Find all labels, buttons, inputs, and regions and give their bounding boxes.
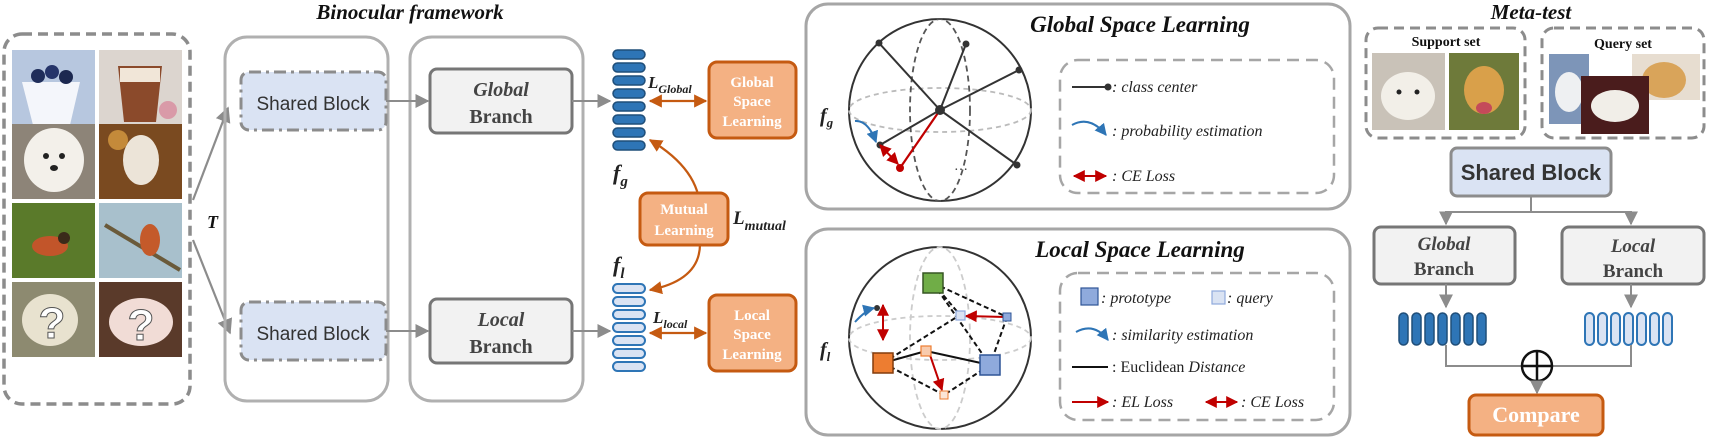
- legend-ce-loss-global: : CE Loss: [1072, 168, 1175, 185]
- mutual-learning-l2: Learning: [654, 223, 714, 239]
- global-branch-line2: Branch: [469, 106, 532, 128]
- legend-euclidean-distance: : Euclidean Distance: [1072, 359, 1245, 376]
- global-space-learning-l3: Learning: [722, 114, 782, 130]
- image-query-cake: ?: [99, 282, 182, 357]
- query-question-mark: ?: [39, 299, 66, 348]
- legend-prototype-label: : prototype: [1101, 290, 1171, 307]
- l-global-label: LGlobal: [647, 73, 692, 96]
- shared-block-top: [239, 70, 388, 132]
- query-set-label: Query set: [1594, 37, 1652, 52]
- local-branch-line2: Branch: [469, 336, 532, 358]
- meta-global-feature-vector: [1398, 312, 1487, 346]
- support-set-box: [1364, 26, 1527, 140]
- image-query-chick: ?: [12, 282, 95, 357]
- transform-label: T: [207, 212, 219, 232]
- input-images: ? ?: [2, 32, 192, 406]
- meta-local-branch-line1: Local: [1610, 236, 1656, 257]
- shared-block-column: [223, 35, 390, 403]
- query-set-box: [1540, 26, 1706, 140]
- local-space-learning-l1: Local: [734, 308, 770, 324]
- support-set-label: Support set: [1412, 35, 1481, 50]
- binocular-title: Binocular framework: [315, 0, 504, 24]
- image-white-dog: [12, 124, 95, 199]
- arrow-meta-shared-to-local: [1531, 211, 1638, 226]
- legend-el-ce-loss-local: : EL Loss : CE Loss: [1072, 394, 1304, 411]
- arrow-mutual-to-fl: [648, 243, 702, 295]
- legend-euclidean-label: : Euclidean Distance: [1112, 359, 1245, 376]
- legend-prototype-query: : prototype : query: [1080, 287, 1274, 307]
- meta-global-branch: [1372, 225, 1517, 286]
- mutual-learning-l1: Mutual: [660, 202, 708, 218]
- prototype-orange: [872, 352, 894, 374]
- local-space-panel: [804, 227, 1352, 437]
- support-image-dog: [1449, 53, 1519, 130]
- global-fg-label: fg: [820, 105, 834, 130]
- local-feature-vector: [612, 283, 646, 372]
- legend-class-center-label: : class center: [1112, 79, 1198, 96]
- image-poodle: [99, 124, 182, 199]
- transform-arrow-up: [191, 106, 231, 201]
- compare-box: [1467, 393, 1605, 437]
- arrow-global-to-concat: [1445, 345, 1521, 367]
- meta-local-feature-vector: [1584, 312, 1673, 346]
- global-space-panel: [804, 2, 1352, 211]
- legend-probability-label: : probability estimation: [1112, 123, 1263, 140]
- fg-label: fg: [613, 160, 628, 190]
- image-dessert: [99, 50, 182, 133]
- meta-shared-block-label: Shared Block: [1461, 160, 1602, 185]
- mutual-learning-box: [638, 191, 730, 247]
- support-image-fox: [1372, 53, 1445, 130]
- legend-probability-estimation: : probability estimation: [1071, 120, 1263, 140]
- l-local-label: Llocal: [652, 308, 688, 331]
- fl-label: fl: [613, 252, 625, 282]
- global-space-title: Global Space Learning: [1030, 12, 1250, 37]
- global-legend-box: [1058, 58, 1336, 195]
- local-sphere: [848, 246, 1032, 430]
- l-mutual-label: Lmutual: [732, 208, 786, 234]
- local-space-learning-l2: Space: [733, 327, 771, 343]
- legend-ce-loss-local-label: : CE Loss: [1241, 394, 1304, 411]
- legend-class-center: : class center: [1072, 79, 1198, 96]
- meta-global-branch-line2: Branch: [1414, 259, 1475, 280]
- query-images: [1549, 54, 1700, 134]
- shared-block-top-label: Shared Block: [256, 94, 370, 115]
- legend-el-loss-label: : EL Loss: [1112, 394, 1173, 411]
- query-question-mark: ?: [128, 301, 155, 350]
- local-legend-box: [1058, 271, 1336, 422]
- concat-icon: [1520, 349, 1554, 383]
- legend-similarity-label: : similarity estimation: [1112, 327, 1253, 344]
- meta-local-branch: [1560, 225, 1706, 286]
- image-yogurt: [12, 50, 95, 133]
- global-sphere-dots: …: [954, 159, 968, 174]
- legend-ce-loss-global-label: : CE Loss: [1112, 168, 1175, 185]
- prototype-blue: [979, 354, 1001, 376]
- global-branch-line1: Global: [473, 79, 529, 101]
- local-fl-label: fl: [820, 339, 831, 364]
- arrow-meta-shared-to-global: [1439, 196, 1532, 226]
- meta-local-branch-line2: Branch: [1603, 261, 1664, 282]
- image-bird-branch: [99, 203, 182, 278]
- legend-query-label: : query: [1227, 290, 1274, 307]
- local-space-title: Local Space Learning: [1034, 237, 1245, 262]
- global-space-learning-l2: Space: [733, 94, 771, 110]
- local-branch-line1: Local: [477, 309, 525, 331]
- global-feature-vector: [612, 49, 646, 151]
- shared-block-bottom: [239, 300, 388, 362]
- legend-similarity-estimation: : similarity estimation: [1075, 327, 1253, 344]
- global-space-learning-box: [707, 60, 798, 140]
- shared-block-bottom-label: Shared Block: [256, 324, 370, 345]
- local-space-learning-l3: Learning: [722, 347, 782, 363]
- global-sphere: [848, 18, 1032, 202]
- input-images-frame: [2, 32, 192, 406]
- arrow-local-to-concat: [1553, 345, 1632, 367]
- meta-global-branch-line1: Global: [1418, 234, 1472, 255]
- image-bird-green: [12, 203, 95, 278]
- prototype-green: [922, 272, 944, 294]
- global-space-learning-l1: Global: [730, 75, 773, 91]
- meta-test-title: Meta-test: [1490, 0, 1573, 24]
- local-space-learning-box: [707, 293, 798, 373]
- compare-label: Compare: [1492, 402, 1580, 427]
- branch-column: [408, 35, 585, 403]
